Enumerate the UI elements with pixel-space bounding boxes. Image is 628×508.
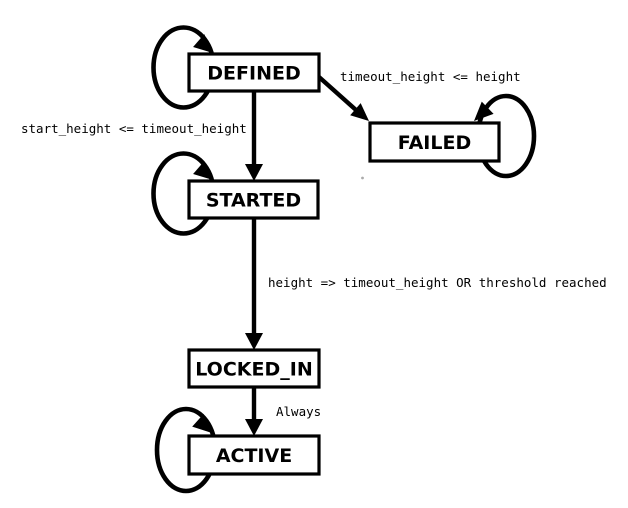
transition-label-lockedin-active: Always bbox=[276, 404, 321, 419]
stray-dot bbox=[361, 176, 364, 180]
arrowhead-started-to-lockedin bbox=[245, 333, 263, 350]
state-defined-label: DEFINED bbox=[207, 63, 300, 85]
transition-label-started-lockedin: height => timeout_height OR threshold re… bbox=[268, 275, 607, 290]
state-started-label: STARTED bbox=[206, 190, 301, 212]
state-started-box bbox=[187, 179, 320, 220]
transition-label-defined-started: start_height <= timeout_height bbox=[21, 121, 247, 136]
state-failed-label: FAILED bbox=[398, 132, 471, 154]
arrowhead-lockedin-to-active bbox=[245, 419, 263, 436]
transition-label-defined-failed: timeout_height <= height bbox=[340, 69, 521, 84]
arrowhead-self-loop-started bbox=[193, 161, 213, 180]
arrowhead-self-loop-failed bbox=[474, 101, 494, 121]
arrow-defined-to-failed bbox=[317, 75, 358, 112]
arrowhead-defined-to-failed bbox=[350, 103, 369, 121]
state-defined-box bbox=[187, 52, 321, 93]
arrowhead-self-loop-defined bbox=[193, 34, 213, 53]
arrowhead-defined-to-started bbox=[245, 164, 263, 181]
arrowhead-self-loop-active bbox=[192, 413, 212, 433]
state-failed-box bbox=[368, 121, 501, 163]
state-lockedin-label: LOCKED_IN bbox=[195, 359, 312, 381]
state-active-label: ACTIVE bbox=[216, 445, 292, 467]
